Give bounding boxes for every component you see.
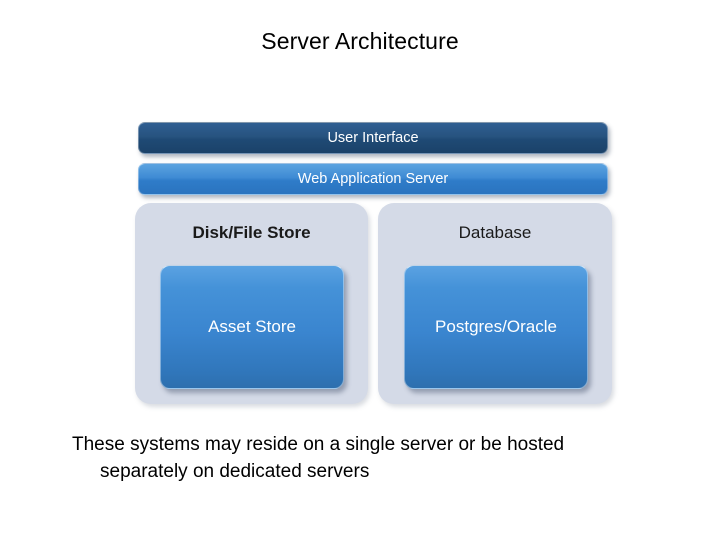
group-box-database[interactable]: Database Postgres/Oracle: [378, 203, 612, 404]
caption-line-1: These systems may reside on a single ser…: [72, 434, 565, 455]
node-box-postgres-oracle[interactable]: Postgres/Oracle: [404, 265, 588, 389]
layer-label-web-application-server: Web Application Server: [297, 171, 449, 187]
group-box-disk-file-store[interactable]: Disk/File Store Asset Store: [135, 203, 368, 404]
caption-line-2: separately on dedicated servers: [100, 460, 370, 482]
layer-label-user-interface: User Interface: [327, 130, 419, 146]
page-title: Server Architecture: [261, 28, 459, 54]
node-label-asset-store: Asset Store: [208, 317, 296, 336]
layer-box-user-interface[interactable]: User Interface: [138, 122, 608, 154]
node-label-postgres-oracle: Postgres/Oracle: [435, 317, 557, 336]
layer-box-web-application-server[interactable]: Web Application Server: [138, 163, 608, 195]
caption-text: These systems may reside on a single ser…: [72, 432, 652, 486]
group-label-database: Database: [458, 223, 532, 242]
group-label-disk-file-store: Disk/File Store: [192, 223, 311, 242]
node-box-asset-store[interactable]: Asset Store: [160, 265, 344, 389]
